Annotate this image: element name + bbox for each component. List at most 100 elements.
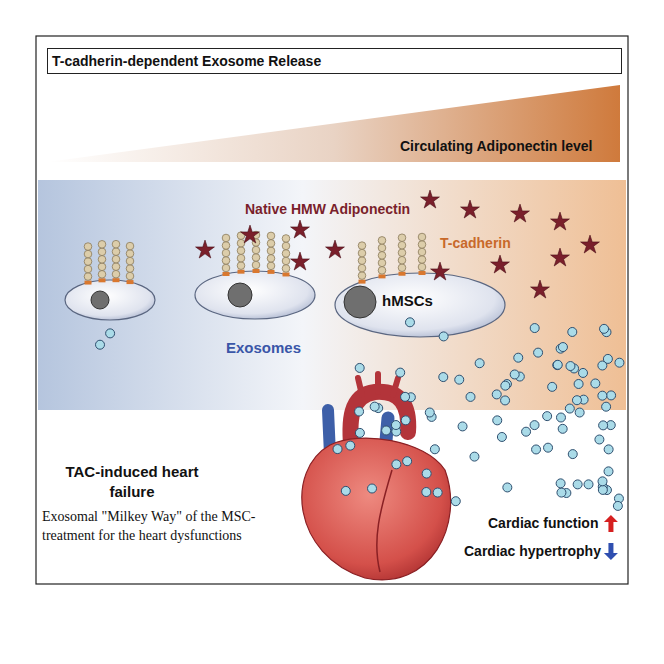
receptor-domain [237, 254, 245, 262]
exosome [341, 486, 350, 495]
exosome [451, 497, 460, 506]
receptor-domain [126, 257, 134, 265]
receptor-domain [98, 241, 106, 249]
exosome [530, 421, 539, 430]
t-cadherin-receptor [222, 234, 230, 276]
exosome [615, 358, 624, 367]
exosome [403, 457, 412, 466]
exosome [514, 353, 523, 362]
receptor-domain [112, 263, 120, 271]
receptor-anchor [127, 280, 134, 284]
receptor-anchor [99, 278, 106, 282]
cell [335, 273, 505, 337]
receptor-domain [358, 242, 366, 250]
exosome [433, 488, 442, 497]
t-cadherin-receptor [98, 241, 106, 283]
adiponectin-molecule [196, 240, 215, 258]
exosome [430, 445, 439, 454]
exosome [510, 370, 519, 379]
receptor-domain [237, 262, 245, 270]
t-cadherin-receptor [358, 242, 366, 284]
exosome [382, 426, 391, 435]
exosome [422, 488, 431, 497]
exosome [530, 324, 539, 333]
receptor-anchor [399, 272, 406, 276]
receptor-domain [98, 248, 106, 256]
receptor-domain [378, 244, 386, 252]
exosome [572, 396, 581, 405]
receptor-label: T-cadherin [440, 234, 511, 253]
receptor-domain [398, 256, 406, 264]
exosome [333, 445, 342, 454]
exosome [392, 460, 401, 469]
receptor-domain [112, 248, 120, 256]
receptor-domain [358, 257, 366, 265]
exosome [501, 396, 510, 405]
receptor-domain [358, 272, 366, 280]
receptor-domain [282, 235, 290, 243]
receptor-domain [418, 263, 426, 271]
receptor-domain [398, 264, 406, 272]
adiponectin-molecule [511, 204, 530, 222]
receptor-domain [112, 270, 120, 278]
exosome [568, 450, 577, 459]
receptor-domain [418, 233, 426, 241]
exosome [558, 343, 567, 352]
receptor-domain [126, 250, 134, 258]
title-box: T-cadherin-dependent Exosome Release [47, 48, 622, 74]
exosome [470, 452, 479, 461]
outcome-label: Cardiac function [488, 514, 598, 533]
receptor-domain [222, 249, 230, 257]
exosome [607, 391, 616, 400]
receptor-domain [252, 254, 260, 262]
exosome [355, 363, 364, 372]
receptor-anchor [283, 272, 290, 276]
t-cadherin-receptor [126, 242, 134, 284]
receptor-domain [98, 271, 106, 279]
dynamic-marks [84, 190, 624, 560]
receptor-domain [398, 241, 406, 249]
cells [65, 271, 505, 337]
receptor-domain [282, 250, 290, 258]
receptor-domain [84, 265, 92, 273]
receptor-domain [84, 243, 92, 251]
adiponectin-molecule [431, 262, 450, 280]
cell [65, 280, 155, 320]
receptor-domain [126, 265, 134, 273]
receptor-domain [358, 264, 366, 272]
exosome [401, 392, 410, 401]
exosome [391, 421, 400, 430]
receptor-domain [237, 247, 245, 255]
t-cadherin-receptor [398, 234, 406, 276]
receptor-domain [252, 261, 260, 269]
exosome [566, 362, 575, 371]
receptor-anchor [253, 269, 260, 273]
t-cadherin-receptor [237, 232, 245, 274]
adiponectin-molecule [551, 212, 570, 230]
adiponectin-molecule [421, 190, 440, 208]
exosome [458, 422, 467, 431]
receptor-domain [282, 242, 290, 250]
outer-frame [36, 36, 628, 584]
t-cadherin-receptor [282, 235, 290, 277]
receptor-domain [282, 257, 290, 265]
nucleus [228, 283, 252, 307]
exosome [543, 412, 552, 421]
exosome [475, 359, 484, 368]
adiponectin-molecule [291, 220, 310, 238]
receptor-domain [267, 232, 275, 240]
exosome [558, 424, 567, 433]
t-cadherin-receptor [84, 243, 92, 285]
adiponectin-molecule [461, 200, 480, 218]
exosome [96, 340, 105, 349]
receptor-domain [418, 241, 426, 249]
molecule-label: Native HMW Adiponectin [245, 200, 410, 219]
exosome [591, 379, 600, 388]
exosome [598, 477, 607, 486]
exosome [534, 348, 543, 357]
receptor-domain [126, 242, 134, 250]
adiponectin-molecule [581, 235, 600, 253]
receptor-anchor [419, 271, 426, 275]
